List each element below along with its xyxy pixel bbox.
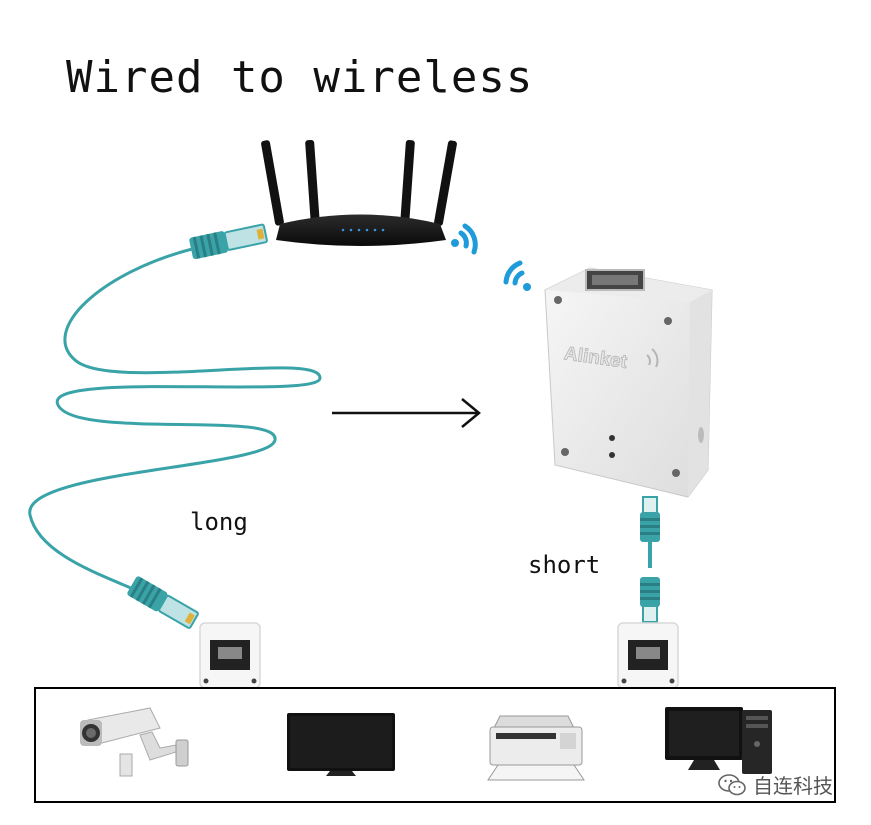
security-camera-icon [80,707,189,777]
printer-icon [487,715,585,781]
device-frame [34,687,836,803]
watermark: 自连科技 [717,770,833,799]
wechat-icon [718,773,746,795]
desktop-computer-icon [665,707,772,774]
monitor-icon [287,713,395,776]
short-cable-label: short [528,551,601,579]
long-cable-label: long [190,508,248,536]
diagram-title: Wired to wireless [66,52,534,103]
long-ethernet-cable [28,223,322,629]
short-ethernet-cable [640,496,660,623]
ethernet-port-icon [199,622,261,689]
ethernet-port-icon [617,622,679,689]
wifi-signal-icon [451,223,531,291]
rj45-plug-icon [189,223,268,260]
rj45-plug-icon [127,576,199,629]
alinket-adapter-device: Alinket [544,267,713,498]
wireless-router-icon [261,139,457,246]
watermark-text: 自连科技 [753,774,833,798]
arrow-right-icon [332,398,481,428]
